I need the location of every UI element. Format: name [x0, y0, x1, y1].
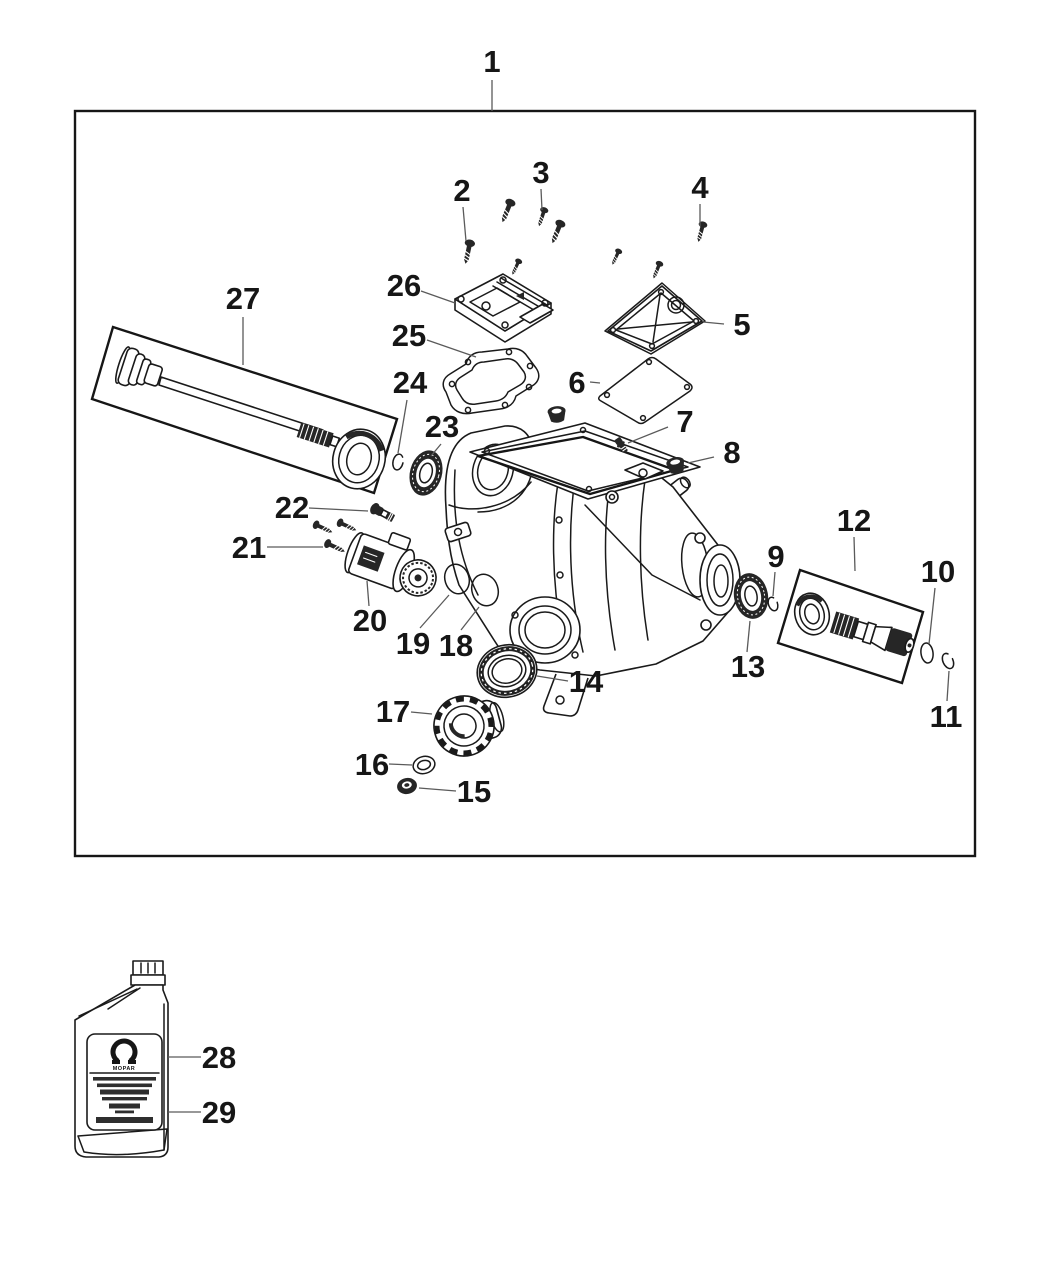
callout-13: 13 [731, 649, 765, 684]
part-o-ring-11 [941, 652, 955, 670]
part-differential-housing [444, 422, 741, 717]
plug-cap-icon [547, 405, 567, 424]
part-axle-shaft-kit [90, 325, 399, 495]
part-flange-coupling [433, 695, 505, 757]
part-cover-gasket [597, 356, 693, 425]
part-actuator-motor [344, 532, 437, 597]
bottle-label: MOPAR [86, 1033, 163, 1131]
part-pinion-shaft-kit [776, 568, 925, 685]
part-module-gasket [442, 347, 540, 415]
mopar-omega-logo-icon [110, 1038, 138, 1066]
part-cover-plate [604, 282, 706, 355]
leader-lines [168, 80, 950, 1113]
callout-9: 9 [767, 539, 784, 574]
part-washer [412, 755, 436, 775]
callout-8: 8 [723, 435, 740, 470]
callout-22: 22 [275, 490, 309, 525]
callout-23: 23 [425, 409, 459, 444]
part-seal-13 [733, 573, 769, 619]
callout-labels: 1 2 3 4 5 6 7 8 9 10 11 12 13 14 15 16 1… [202, 44, 963, 1130]
callout-3: 3 [532, 155, 549, 190]
part-vent [614, 437, 628, 453]
callout-16: 16 [355, 747, 389, 782]
callout-15: 15 [457, 774, 491, 809]
part-bolt-22 [370, 503, 395, 522]
part-fluid-bottle: MOPAR [74, 960, 169, 1158]
bottle-label-text-lines [93, 1077, 156, 1123]
callout-4: 4 [691, 170, 709, 205]
callout-27: 27 [226, 281, 260, 316]
callout-14: 14 [569, 664, 604, 699]
part-o-ring-18 [470, 573, 500, 607]
callout-10: 10 [921, 554, 955, 589]
callout-7: 7 [676, 404, 693, 439]
callout-18: 18 [439, 628, 473, 663]
part-o-ring-9 [767, 596, 779, 612]
part-o-ring-24 [392, 453, 404, 471]
callout-20: 20 [353, 603, 387, 638]
part-o-ring-19 [443, 563, 471, 595]
part-seal-23 [409, 450, 443, 496]
callout-29: 29 [202, 1095, 236, 1130]
part-output-seal [476, 643, 538, 699]
callout-19: 19 [396, 626, 430, 661]
callout-6: 6 [568, 365, 585, 400]
callout-21: 21 [232, 530, 266, 565]
callout-25: 25 [392, 318, 426, 353]
housing-mount-ear [444, 521, 472, 543]
callout-2: 2 [453, 173, 470, 208]
callout-24: 24 [393, 365, 428, 400]
callout-17: 17 [376, 694, 410, 729]
bottle-brand-text: MOPAR [113, 1066, 136, 1072]
part-drain-plug [397, 777, 417, 795]
part-o-ring-10 [920, 642, 934, 664]
callout-12: 12 [837, 503, 871, 538]
boundary-box [73, 109, 977, 858]
callout-11: 11 [930, 699, 963, 734]
callout-26: 26 [387, 268, 421, 303]
callout-5: 5 [733, 307, 750, 342]
callout-28: 28 [202, 1040, 236, 1075]
part-screws-top [459, 196, 709, 281]
callout-1: 1 [483, 44, 500, 79]
part-control-module [454, 273, 554, 343]
